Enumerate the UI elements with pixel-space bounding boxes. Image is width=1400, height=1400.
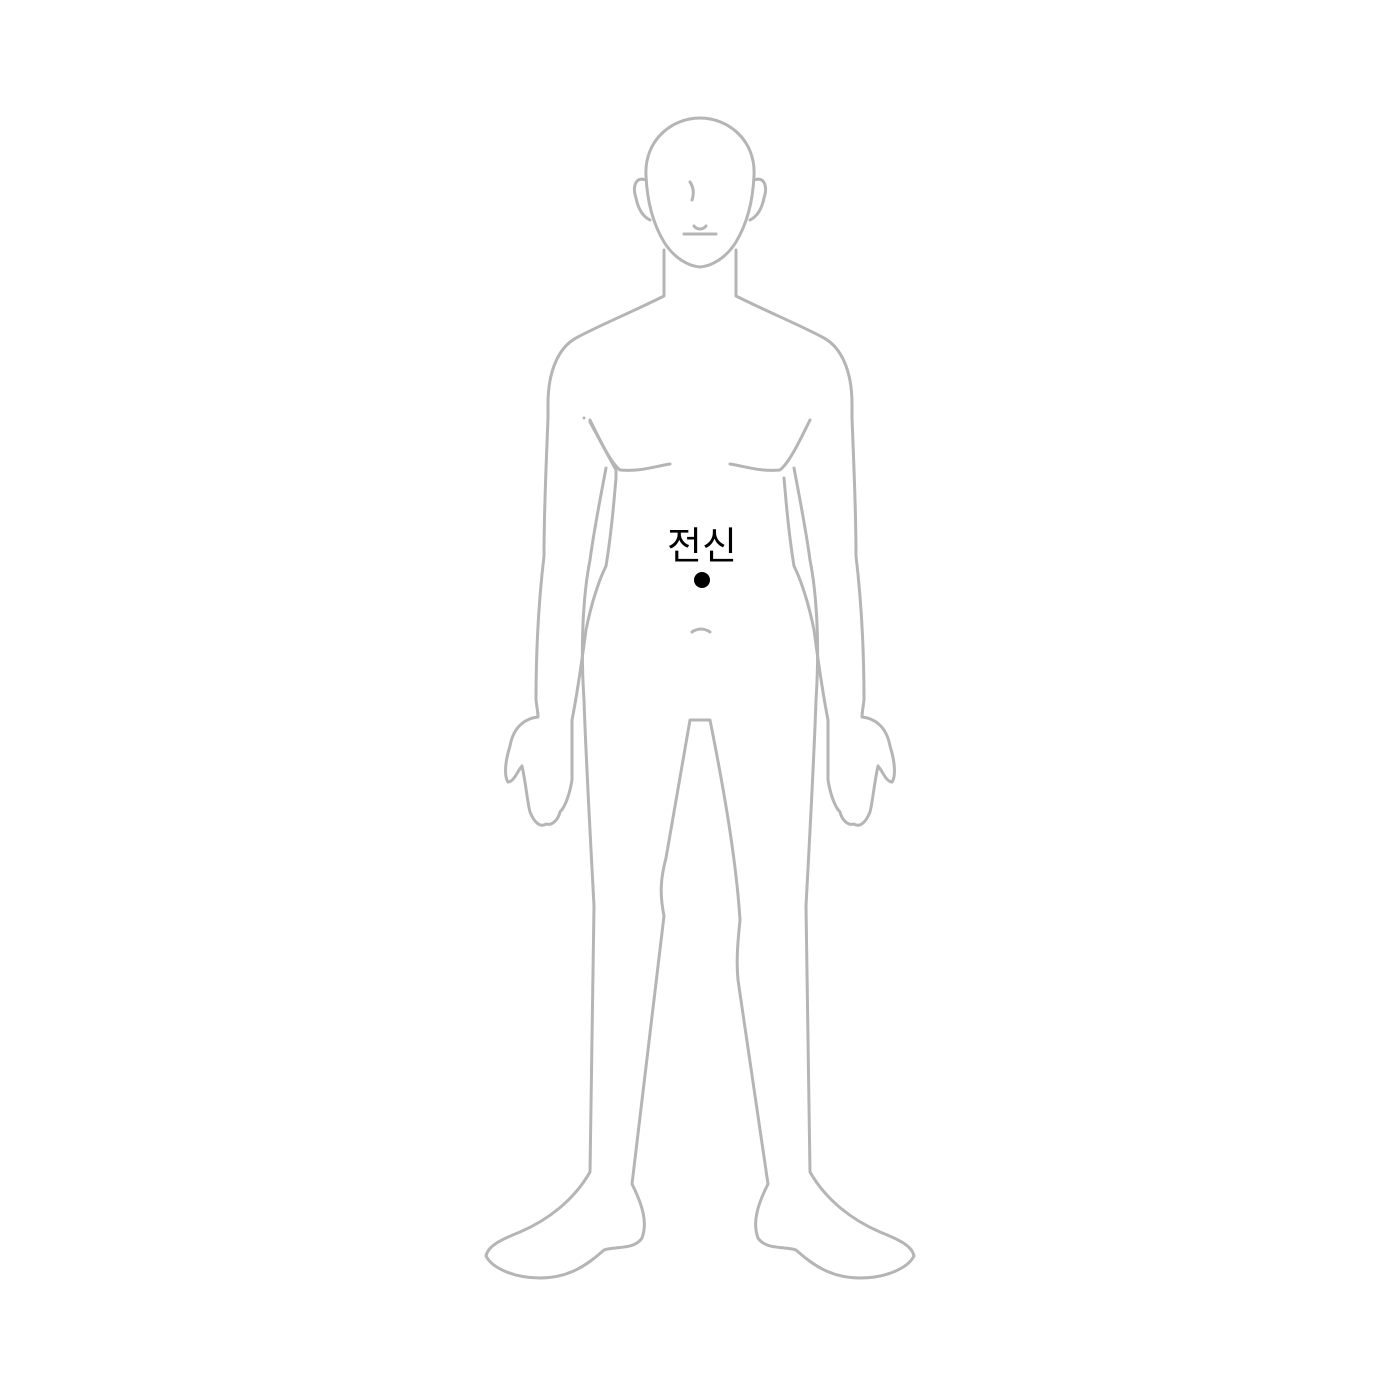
right-chest-line: [728, 418, 812, 472]
head-outline: [644, 116, 756, 269]
navel-line: [690, 627, 712, 634]
left-chest-line: [588, 418, 672, 472]
legs-outline: [484, 466, 916, 1280]
nose-line: [688, 180, 695, 202]
marker-label: 전신: [667, 524, 737, 568]
marker-dot-icon: [694, 572, 710, 588]
left-ear-outline: [632, 177, 652, 222]
lip-mark: [692, 224, 708, 231]
right-ear-outline: [748, 177, 768, 222]
